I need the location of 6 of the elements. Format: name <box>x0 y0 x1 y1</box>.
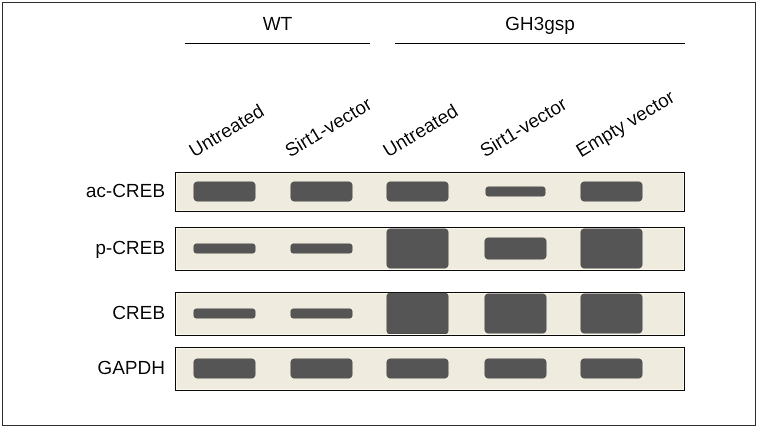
row-label: ac-CREB <box>84 182 165 201</box>
row-label: CREB <box>111 304 165 323</box>
row-label: GAPDH <box>96 359 165 378</box>
group-label: WT <box>262 15 294 34</box>
row-label: p-CREB <box>94 239 165 258</box>
group-label: GH3gsp <box>504 15 576 34</box>
